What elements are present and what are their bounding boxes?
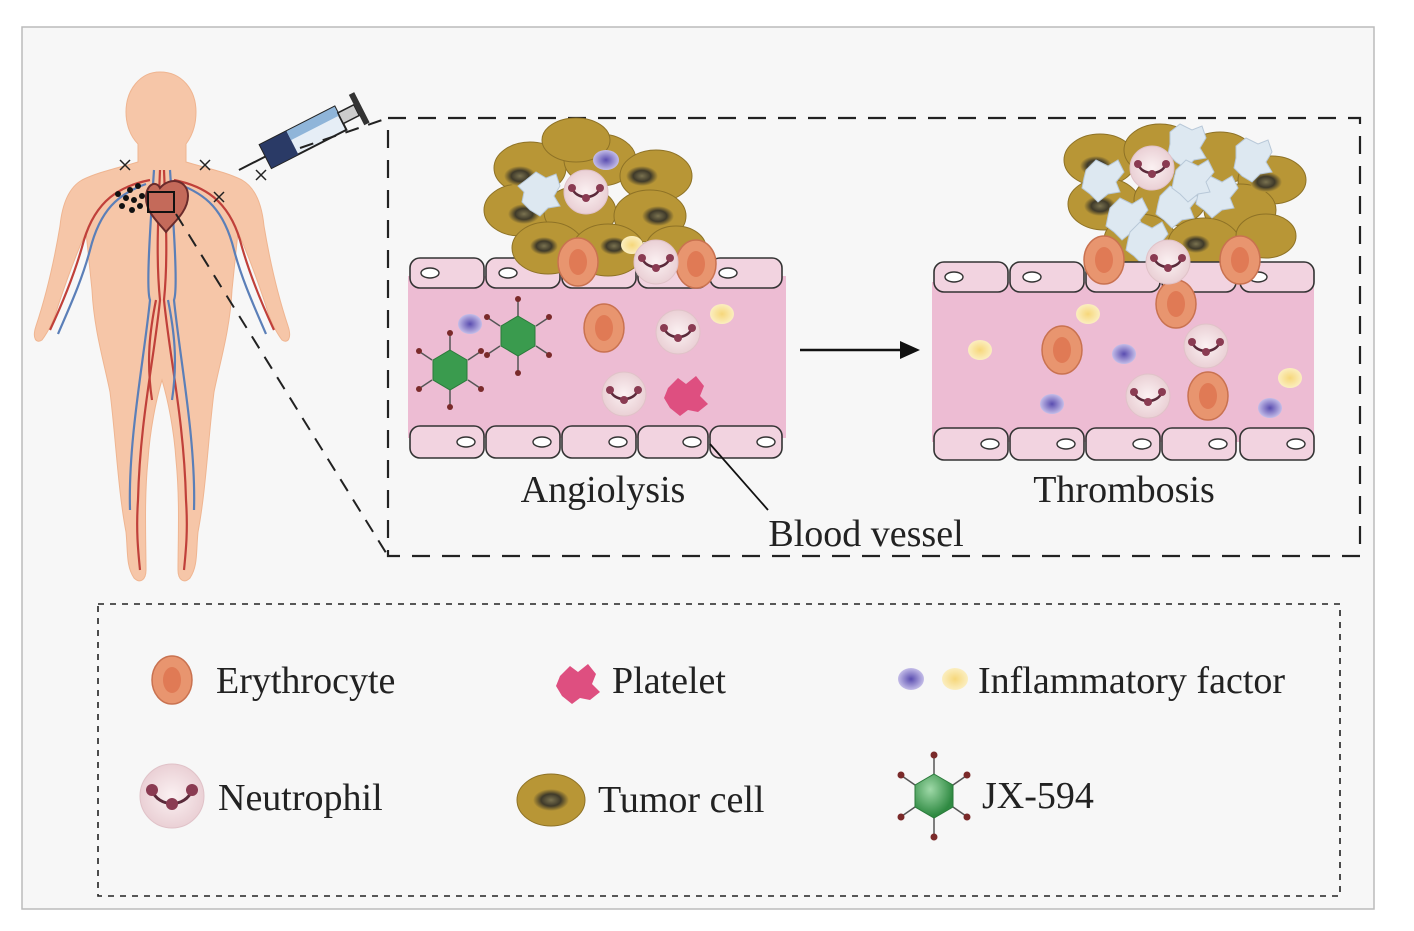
zoom-box: [386, 116, 1362, 558]
blood-vessel-pointer: [709, 443, 769, 511]
vessel-angiolysis: [408, 257, 786, 459]
virus-particles: [416, 296, 552, 410]
label-thrombosis: Thrombosis: [1033, 469, 1215, 511]
legend-tumor-label: Tumor cell: [598, 779, 764, 821]
legend-virus-label: JX-594: [982, 775, 1094, 817]
legend-inflammatory-icon: [898, 668, 968, 690]
transition-arrow: [800, 341, 920, 359]
neutrophils: [563, 145, 1229, 419]
label-blood-vessel: Blood vessel: [768, 513, 963, 555]
legend-erythrocyte-label: Erythrocyte: [216, 660, 395, 702]
legend-neutrophil-icon: [139, 763, 205, 829]
erythrocytes: [557, 235, 1261, 421]
platelet-cell: [664, 376, 708, 416]
legend-tumor-icon: [516, 773, 586, 827]
label-angiolysis: Angiolysis: [521, 469, 686, 511]
legend-neutrophil-label: Neutrophil: [218, 777, 383, 819]
zoom-lines: [175, 117, 389, 557]
legend-inflammatory-label: Inflammatory factor: [978, 660, 1285, 702]
legend-platelet-label: Platelet: [612, 660, 726, 702]
legend-platelet-icon: [556, 664, 600, 704]
legend-box: [97, 603, 1341, 897]
legend-virus-icon: [897, 751, 971, 841]
legend-erythrocyte-icon: [151, 655, 193, 705]
syringe-icon: [238, 92, 370, 171]
human-body: [33, 71, 291, 582]
inflammatory-factors: [458, 304, 1302, 418]
